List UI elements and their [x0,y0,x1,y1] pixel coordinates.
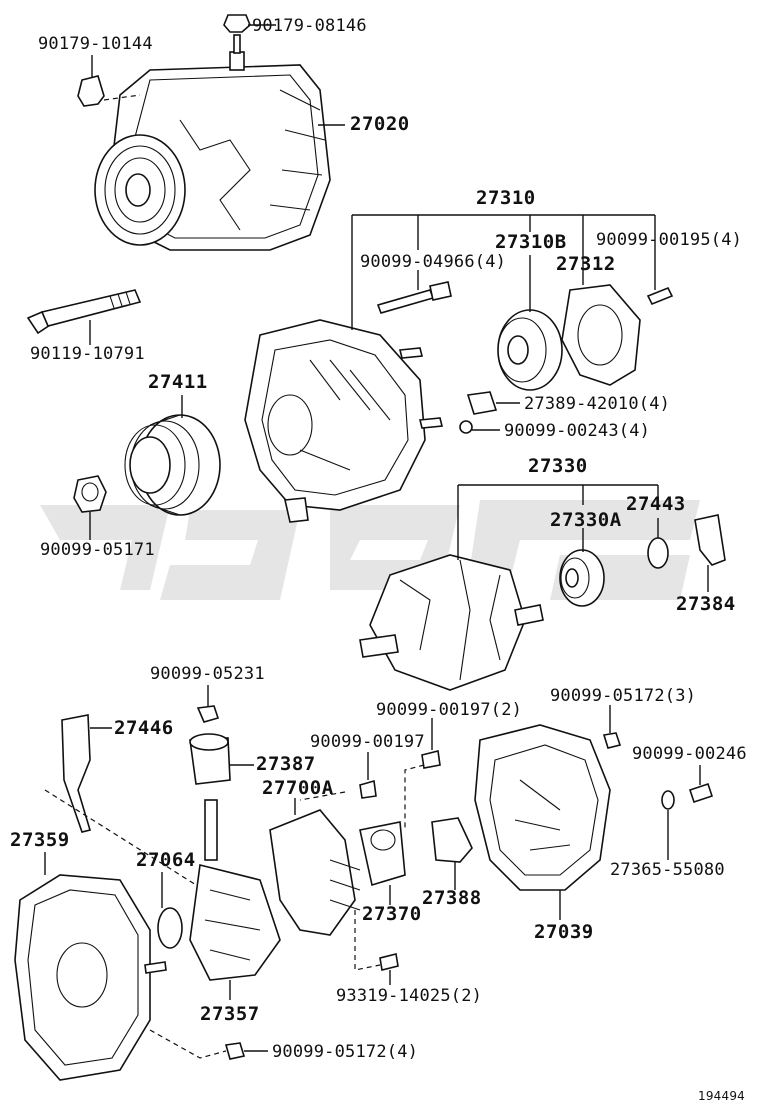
label-90099-00197: 90099-00197 [310,732,425,752]
label-90099-00243: 90099-00243(4) [504,421,651,441]
label-27330: 27330 [528,455,588,477]
label-27443: 27443 [626,493,686,515]
label-27700A: 27700A [262,777,334,799]
screw-90099-00195 [646,286,674,306]
label-90099-05172-4: 90099-05172(4) [272,1042,419,1062]
nut-90099-05171 [73,475,107,513]
label-90179-08146: 90179-08146 [252,16,367,36]
label-90119-10791: 90119-10791 [30,344,145,364]
screw-90099-04966 [376,281,452,314]
rectifier-27357 [189,799,281,981]
gasket-27064 [157,907,183,949]
label-27389-42010: 27389-42010(4) [524,394,671,414]
label-27446: 27446 [114,717,174,739]
label-27064: 27064 [136,849,196,871]
bearing-27310B [497,309,563,391]
label-27310: 27310 [476,187,536,209]
label-27020: 27020 [350,113,410,135]
rear-end-cover-27039 [474,724,611,891]
label-27330A: 27330A [550,509,622,531]
label-27370: 27370 [362,903,422,925]
nut-90099-05231 [196,705,220,723]
label-90099-05171: 90099-05171 [40,540,155,560]
label-90099-05172-3: 90099-05172(3) [550,686,697,706]
bearing-27330A [559,549,605,607]
label-90179-10144: 90179-10144 [38,34,153,54]
label-27359: 27359 [10,829,70,851]
label-90099-00195: 90099-00195(4) [596,230,743,250]
label-27411: 27411 [148,371,208,393]
regulator-27700A [269,809,361,936]
through-bolt-90119-10791 [26,289,142,335]
screw-90099-00197-2 [421,750,441,769]
label-27357: 27357 [200,1003,260,1025]
screw-90099-00197 [359,779,377,799]
label-93319-14025: 93319-14025(2) [336,986,483,1006]
label-27312: 27312 [556,253,616,275]
label-27365-55080: 27365-55080 [610,860,725,880]
nut-90099-05172-4 [224,1042,246,1060]
rear-frame-27359 [14,874,167,1081]
label-27388: 27388 [422,887,482,909]
retainer-plate-27312 [561,284,641,386]
drive-end-frame-27310 [244,319,444,523]
cover-27384 [694,514,726,566]
label-90099-04966: 90099-04966(4) [360,252,507,272]
insulator-27389-42010 [466,391,498,415]
cover-27388 [431,817,473,863]
ring-27443 [647,537,669,569]
brush-holder-27370 [359,821,406,887]
screw-90099-00246 [688,782,714,804]
rotor-27330 [359,554,544,691]
washer-27365-55080 [661,790,675,810]
label-27039: 27039 [534,921,594,943]
diagram-id: 194494 [698,1089,746,1103]
label-90099-00197-2: 90099-00197(2) [376,700,523,720]
label-27387: 27387 [256,753,316,775]
label-27310B: 27310B [495,231,567,253]
label-90099-05231: 90099-05231 [150,664,265,684]
nut-90099-05172-3 [602,732,622,749]
label-90099-00246: 90099-00246 [632,744,747,764]
screw-93319-14025 [379,953,399,971]
alternator-assembly-27020 [77,14,331,251]
bracket-27446 [61,714,92,833]
label-27384: 27384 [676,593,736,615]
terminal-insulator-27387 [189,733,231,785]
screw-90099-00243 [459,420,473,434]
pulley-27411 [124,414,221,516]
